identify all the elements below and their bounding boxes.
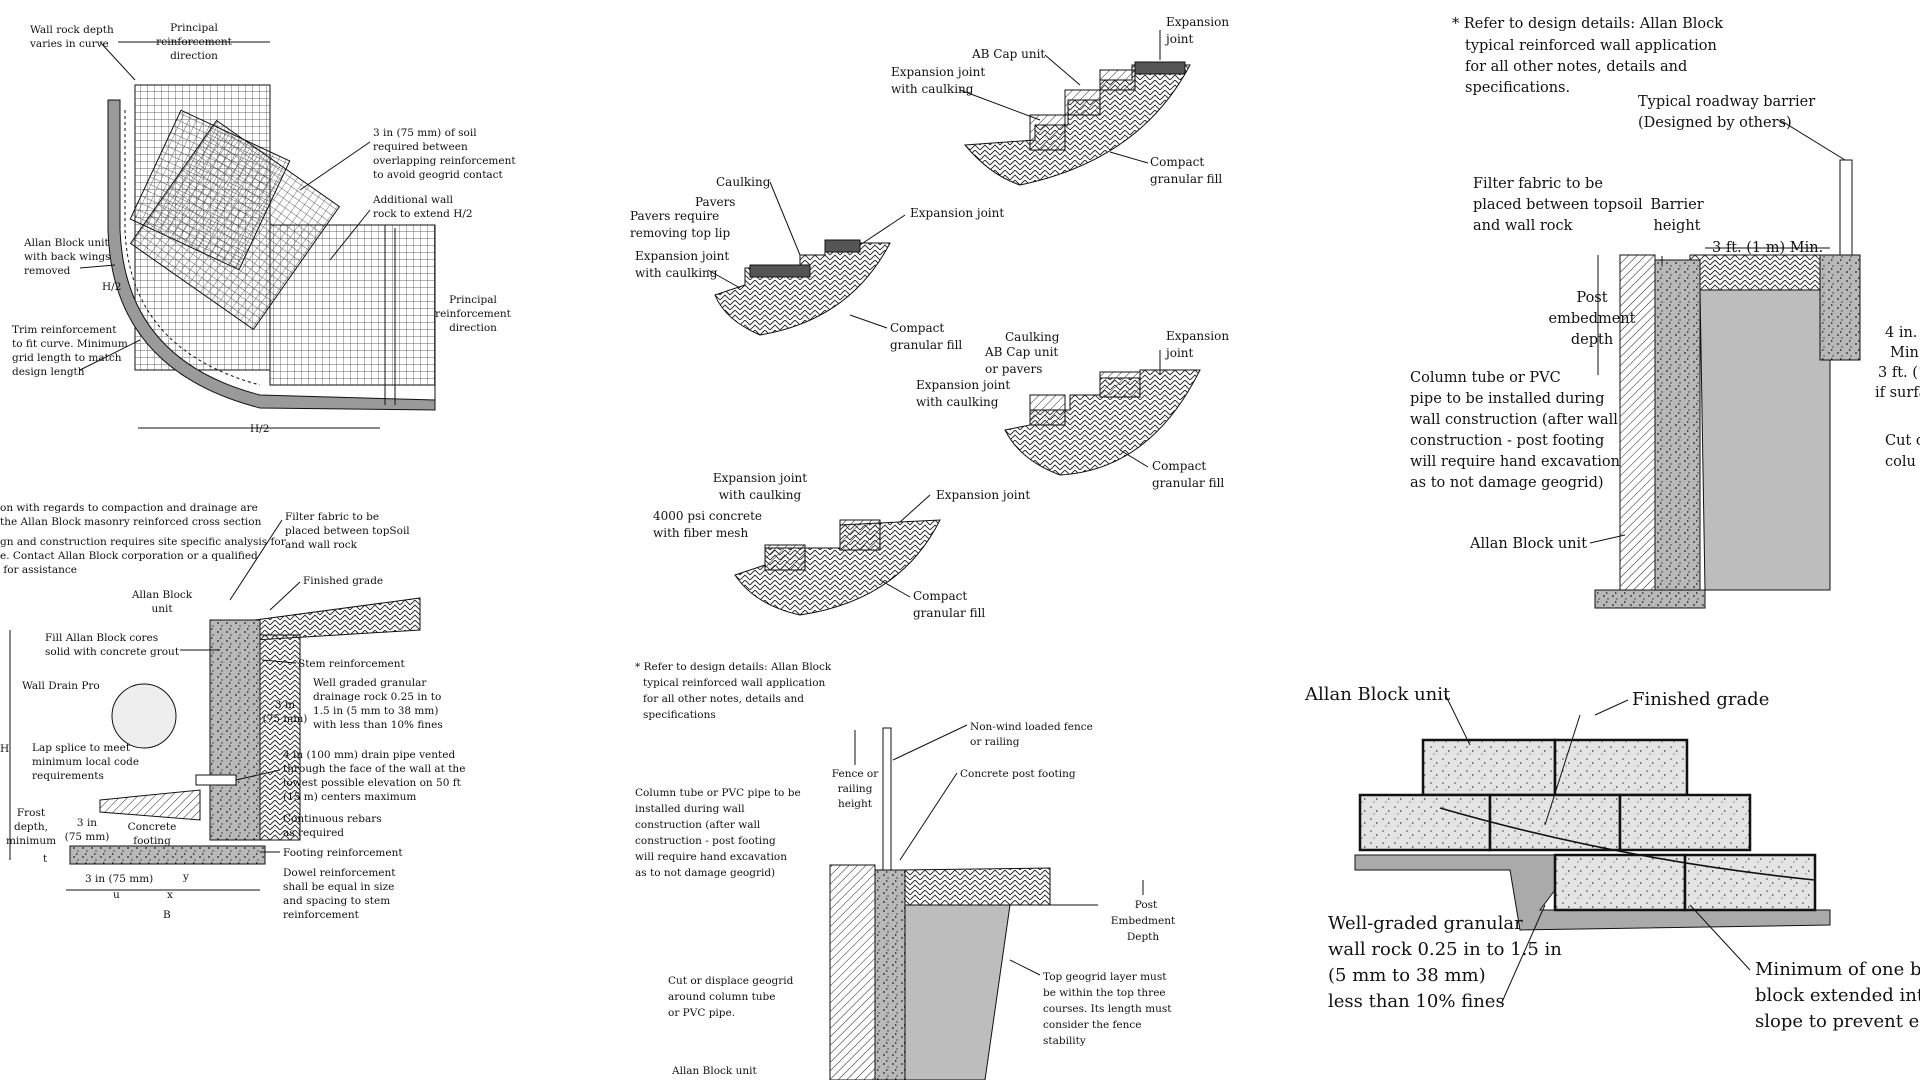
masonry-finished-grade-label: Finished grade: [303, 575, 383, 587]
masonry-h-label: H: [0, 743, 9, 755]
barrier-wall-blocks: [1619, 254, 1656, 596]
blocks-ab-unit-label: Allan Block unit: [1304, 684, 1451, 705]
drainage-rock: [259, 634, 301, 841]
fence-wall-blocks: [829, 864, 876, 1080]
block-top-left: [1421, 738, 1557, 797]
reinforcement-grid-right: [269, 224, 436, 386]
barrier-post: [1839, 159, 1853, 261]
s2-pavers-label: Pavers: [695, 195, 735, 209]
masonry-b-label: B: [163, 909, 171, 921]
fence-ab-unit-label: Allan Block unit: [671, 1065, 758, 1077]
masonry-cross-section: [69, 597, 421, 865]
fence-post: [882, 727, 892, 879]
masonry-stem-reinf-label: Stem reinforcement: [298, 658, 406, 670]
drain-pipe: [195, 774, 237, 786]
masonry-u-label: u: [113, 889, 120, 901]
barrier-cut-col-label: Cut ocolu: [1885, 433, 1920, 470]
fence-detail: [829, 727, 1051, 1080]
s4-exp-joint-label: Expansion joint: [936, 488, 1030, 502]
masonry-notes: on with regards to compaction and draina…: [0, 502, 287, 576]
block-top-right: [1553, 738, 1689, 797]
step-detail-2: [714, 239, 891, 336]
masonry-footing-reinf-label: Footing reinforcement: [283, 847, 403, 859]
concrete-footing: [69, 845, 266, 865]
barrier-ab-unit-label: Allan Block unit: [1469, 536, 1587, 552]
masonry-3in-a-label: 3 in(75 mm): [263, 699, 308, 725]
s1-cap-label: AB Cap unit: [971, 47, 1045, 61]
barrier-right-cut-label: 4 in.Min.3 ft. (1if surfa: [1875, 325, 1920, 401]
fence-post-footing-label: Concrete post footing: [960, 768, 1076, 780]
block-detail: [1354, 738, 1831, 931]
leader-lines: [9, 30, 1846, 1003]
masonry-wall-drain-label: Wall Drain Pro: [22, 680, 100, 692]
s3-caulking-label: Caulking: [1005, 330, 1060, 344]
barrier-roadway-label: Typical roadway barrier(Designed by othe…: [1638, 94, 1815, 131]
roadway-barrier-detail: [1594, 159, 1861, 609]
masonry-y-label: y: [182, 871, 189, 883]
masonry-3in-c-label: 3 in (75 mm): [85, 873, 153, 885]
curve-h2-bottom: H/2: [250, 423, 269, 435]
s2-exp-joint-label: Expansion joint: [910, 206, 1004, 220]
blocks-finished-grade-label: Finished grade: [1632, 689, 1769, 710]
step-detail-4: [734, 519, 941, 616]
masonry-3in-b-label: 3 in(75 mm): [65, 817, 110, 843]
curved-wall-face: [107, 99, 436, 411]
step-detail-1: [963, 61, 1191, 186]
step-detail-3: [1004, 369, 1201, 476]
wall-drain-pro-callout: [111, 683, 177, 749]
curve-h2-left: H/2: [102, 281, 121, 293]
finished-grade-soil: [254, 597, 421, 641]
masonry-x-label: x: [167, 889, 173, 901]
allan-block-column: [209, 619, 261, 841]
masonry-t-label: t: [43, 853, 48, 865]
s2-caulking-label: Caulking: [716, 175, 771, 189]
curved-wall-detail: [107, 84, 436, 411]
